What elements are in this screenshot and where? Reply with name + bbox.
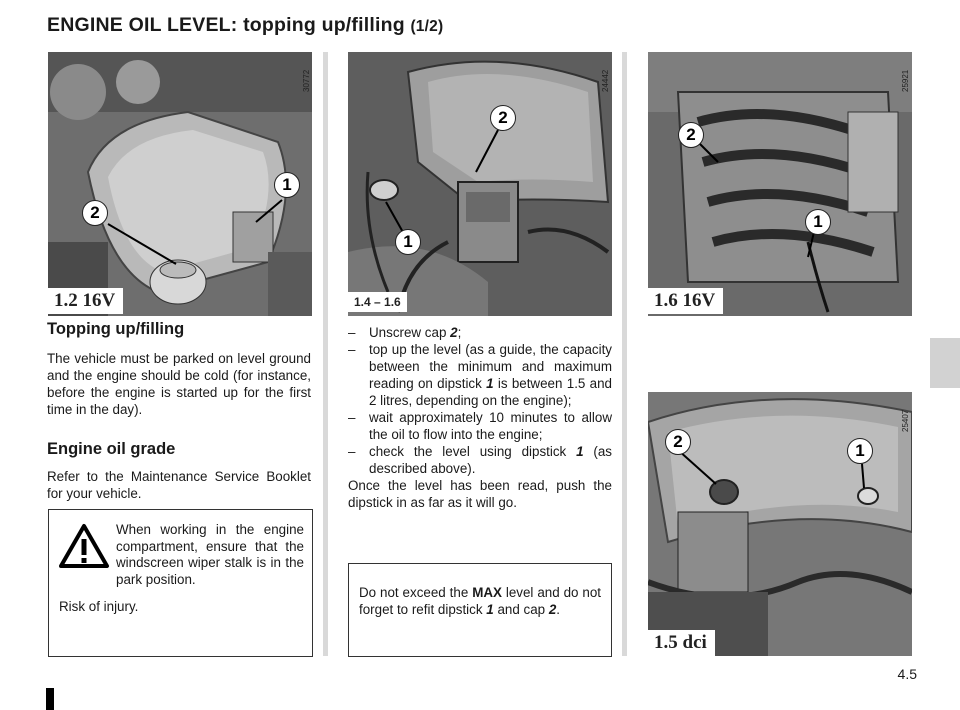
step-dash: –: [348, 444, 356, 459]
step-text: (as described above).: [369, 444, 612, 476]
dipstick-ref: 1: [576, 444, 584, 459]
note-box: Do not exceed the MAX level and do not f…: [348, 563, 612, 657]
topping-paragraph: The vehicle must be parked on level grou…: [47, 351, 311, 417]
engine-photo-1-5-dci-image: [648, 392, 912, 656]
note-part: level and do not forget to refit dipstic…: [359, 585, 601, 617]
step-item: – check the level using dipstick 1 (as d…: [348, 443, 612, 477]
step-text: Unscrew cap: [369, 325, 451, 340]
engine-label: 1.6 16V: [648, 288, 724, 314]
callout-1: 1: [395, 229, 421, 255]
callout-2: 2: [678, 122, 704, 148]
warning-text: When working in the engine compartment, …: [116, 522, 304, 587]
step-text: is between 1.5 and 2 litres, depending o…: [369, 376, 612, 408]
page-title: ENGINE OIL LEVEL: topping up/filling (1/…: [47, 14, 443, 37]
corner-mark: [46, 688, 54, 710]
callout-2: 2: [82, 200, 108, 226]
engine-photo-1-2-16v-image: [48, 52, 312, 316]
engine-photo-1-6-16v-image: [648, 52, 912, 316]
callout-1: 1: [274, 172, 300, 198]
engine-photo-1-4-1-6-image: [348, 52, 612, 316]
page-number: 4.5: [897, 666, 917, 682]
figure-ref-number: 25921: [901, 69, 910, 92]
column-divider-left: [323, 52, 328, 656]
cap-ref: 2: [450, 325, 458, 340]
title-part: (1/2): [410, 18, 444, 35]
step-dash: –: [348, 342, 356, 357]
step-text: wait approximately 10 minutes to allow t…: [369, 410, 612, 442]
section-heading-topping: Topping up/filling: [47, 320, 185, 338]
title-text: ENGINE OIL LEVEL: topping up/filling: [47, 14, 405, 36]
figure-ref-number: 24442: [601, 69, 610, 92]
warning-triangle-icon: [59, 524, 109, 568]
cap-ref: 2: [548, 602, 557, 617]
note-max: MAX: [472, 585, 502, 600]
callout-2: 2: [490, 105, 516, 131]
step-item: – Unscrew cap 2;: [348, 324, 612, 341]
figure-ref-number: 30772: [302, 69, 311, 92]
dipstick-ref: 1: [486, 602, 494, 617]
after-note-text: Once the level has been read, push the d…: [348, 478, 612, 510]
engine-photo-1-2-16v: 2 1 1.2 16V: [48, 52, 312, 316]
procedure-steps: – Unscrew cap 2; – top up the level (as …: [348, 324, 612, 511]
note-text: Do not exceed the MAX level and do not f…: [359, 584, 601, 618]
engine-label: 1.4 – 1.6: [348, 292, 407, 312]
dipstick-ref: 1: [486, 376, 494, 391]
engine-label: 1.5 dci: [648, 630, 715, 656]
step-item: – wait approximately 10 minutes to allow…: [348, 409, 612, 443]
section-heading-grade: Engine oil grade: [47, 440, 176, 458]
callout-1: 1: [805, 209, 831, 235]
step-text: check the level using dipstick: [369, 444, 577, 459]
figure-ref-number: 25407: [901, 409, 910, 432]
note-part: and cap: [493, 602, 549, 617]
warning-box: When working in the engine compartment, …: [48, 509, 313, 657]
step-dash: –: [348, 410, 356, 425]
chapter-side-tab: [930, 338, 960, 388]
callout-1: 1: [847, 438, 873, 464]
step-item: – top up the level (as a guide, the capa…: [348, 341, 612, 409]
step-dash: –: [348, 325, 356, 340]
step-text: top up the level (as a guide, the capaci…: [369, 342, 612, 391]
callout-2: 2: [665, 429, 691, 455]
engine-label: 1.2 16V: [48, 288, 124, 314]
grade-paragraph: Refer to the Maintenance Service Booklet…: [47, 469, 311, 501]
engine-photo-1-6-16v: 2 1 1.6 16V: [648, 52, 912, 316]
warning-risk: Risk of injury.: [59, 599, 139, 614]
step-text: ;: [457, 325, 462, 340]
column-divider-right: [622, 52, 627, 656]
engine-photo-1-5-dci: 2 1 1.5 dci: [648, 392, 912, 656]
note-part: .: [556, 602, 560, 617]
note-part: Do not exceed the: [359, 585, 473, 600]
after-note: Once the level has been read, push the d…: [348, 477, 612, 511]
engine-photo-1-4-1-6: 2 1 1.4 – 1.6: [348, 52, 612, 316]
